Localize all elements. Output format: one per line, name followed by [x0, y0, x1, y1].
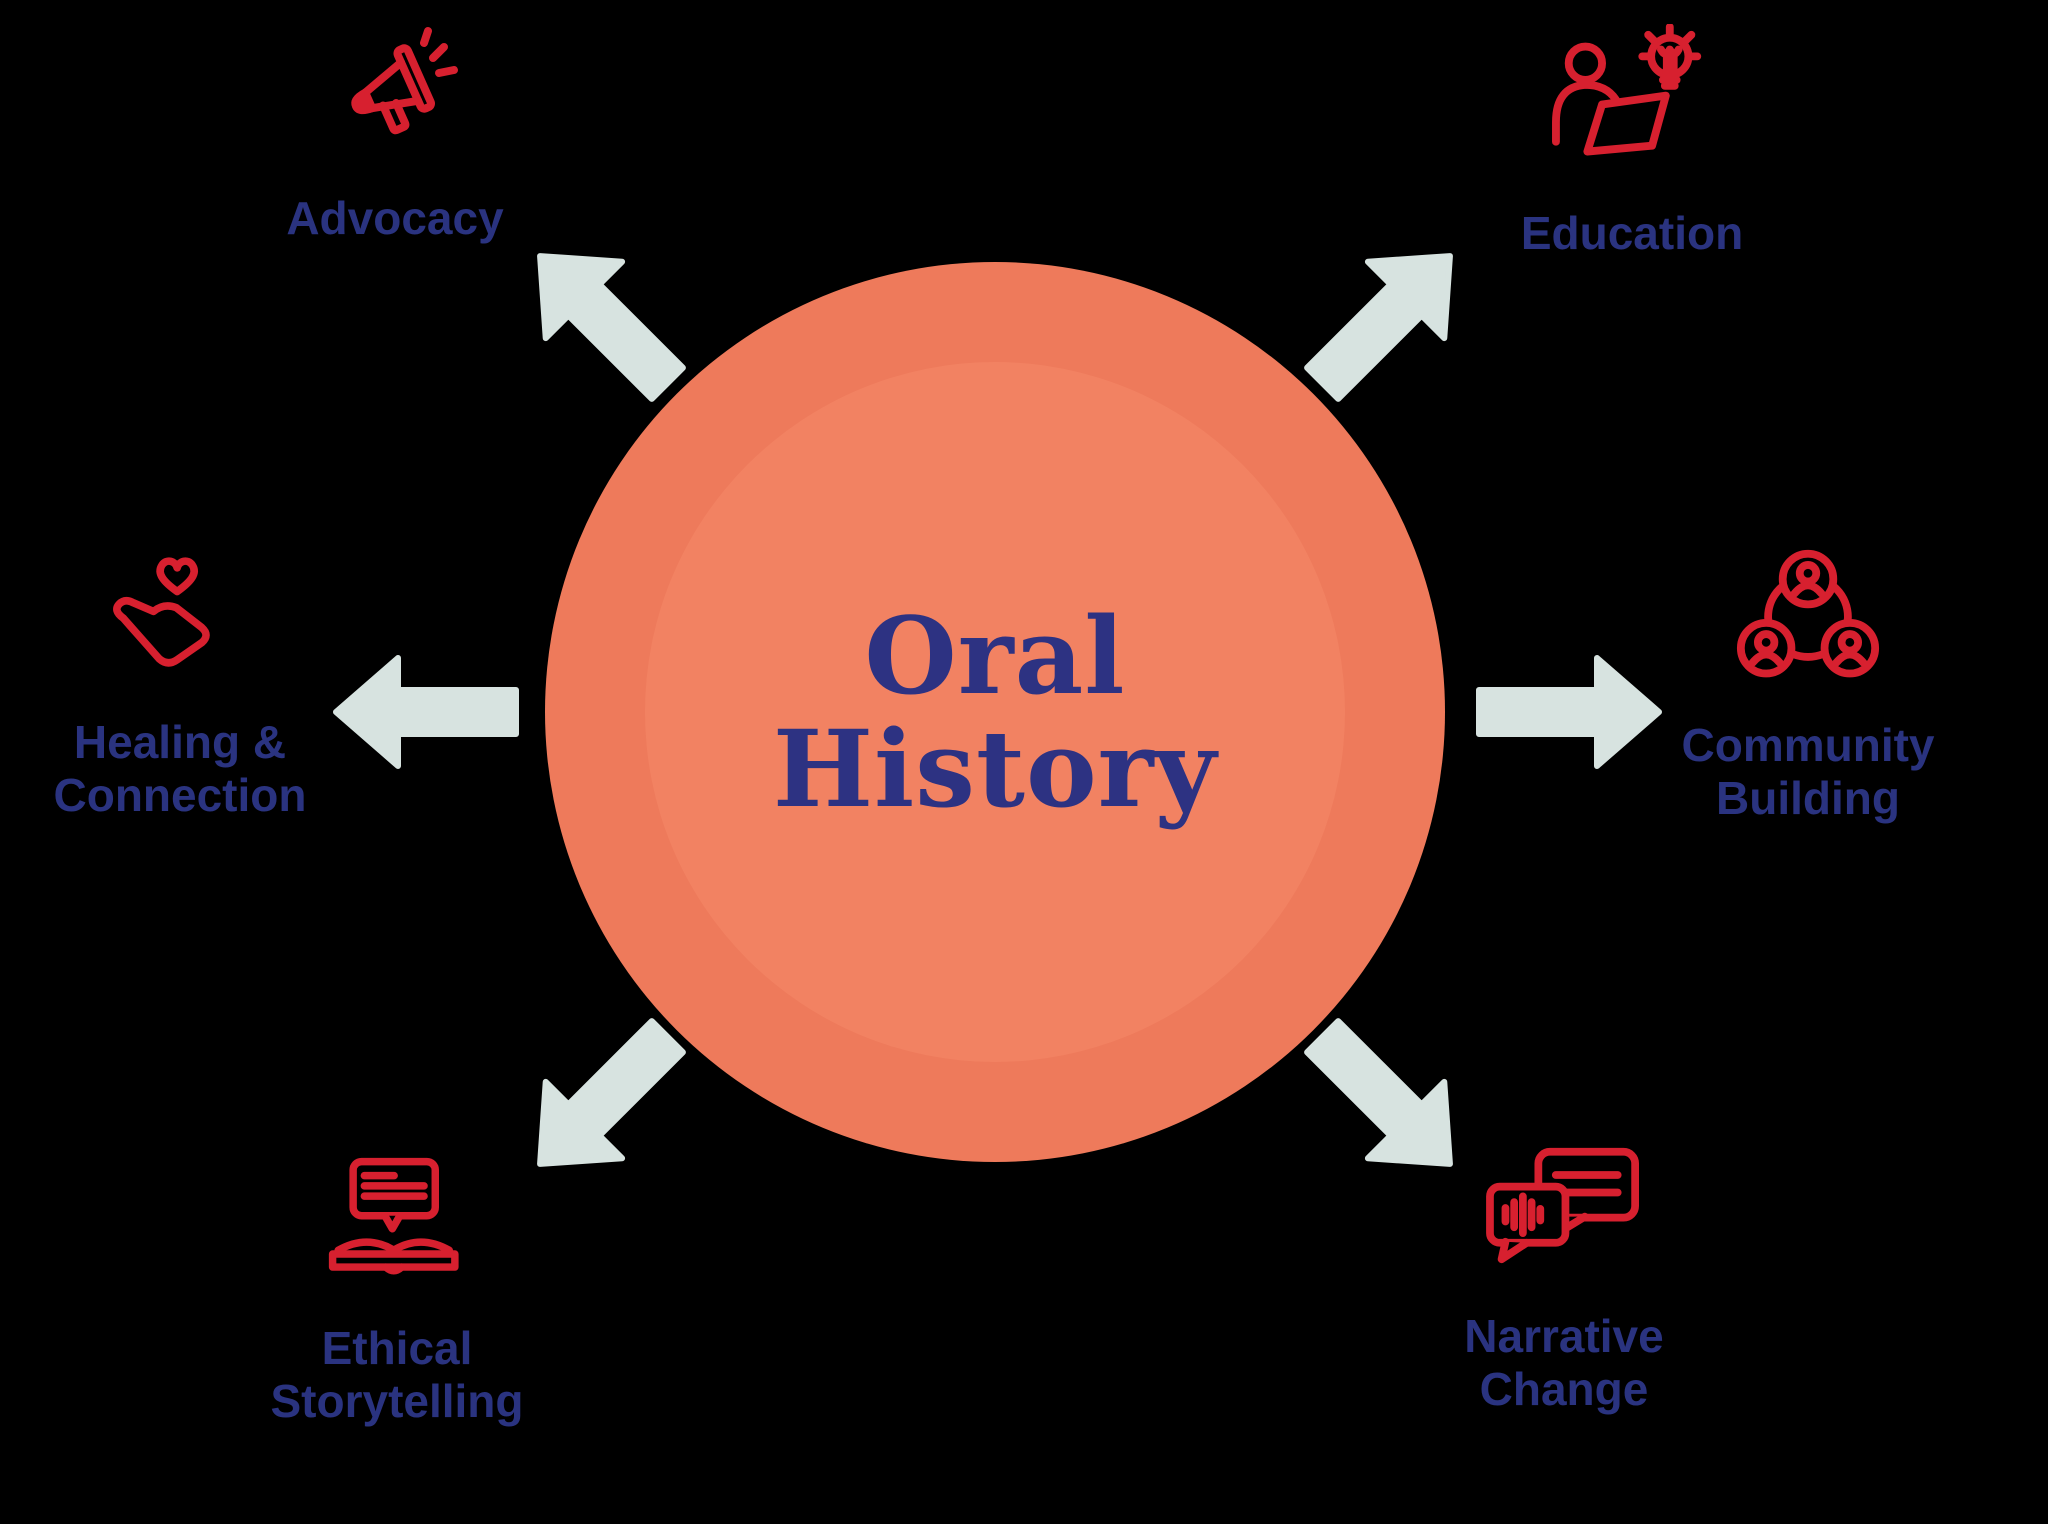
people-network-icon	[1736, 549, 1880, 678]
megaphone-icon	[351, 27, 458, 135]
arrow-down-left-icon	[537, 1018, 686, 1167]
arrow-right-icon	[1476, 655, 1662, 769]
arrow-up-left-icon	[537, 253, 686, 402]
community-building-label: Community Building	[1681, 719, 1935, 825]
arrow-up-right-icon	[1304, 253, 1453, 402]
arrow-left-icon	[333, 655, 519, 769]
center-circle: Oral History	[545, 262, 1445, 1162]
node-education: Education	[1482, 24, 1782, 260]
arrow-down-right-icon	[1304, 1018, 1453, 1167]
education-label: Education	[1520, 207, 1744, 259]
healing-connection-label: Healing & Connection	[53, 716, 307, 822]
book-speech-bubble-icon	[328, 1157, 459, 1275]
narrative-change-label: Narrative Change	[1464, 1310, 1664, 1416]
speech-bubbles-icon	[1486, 1147, 1639, 1264]
node-ethical-storytelling: Ethical Storytelling	[247, 1156, 547, 1429]
node-healing-connection: Healing & Connection	[30, 548, 330, 823]
person-lightbulb-icon	[1552, 24, 1702, 156]
node-narrative-change: Narrative Change	[1414, 1146, 1714, 1417]
node-advocacy: Advocacy	[245, 26, 545, 245]
center-title: Oral History	[772, 592, 1218, 831]
ethical-storytelling-label: Ethical Storytelling	[270, 1322, 524, 1428]
hand-heart-icon	[113, 557, 210, 667]
advocacy-label: Advocacy	[286, 192, 504, 244]
node-community-building: Community Building	[1658, 545, 1958, 826]
center-circle-inner	[645, 362, 1345, 1062]
